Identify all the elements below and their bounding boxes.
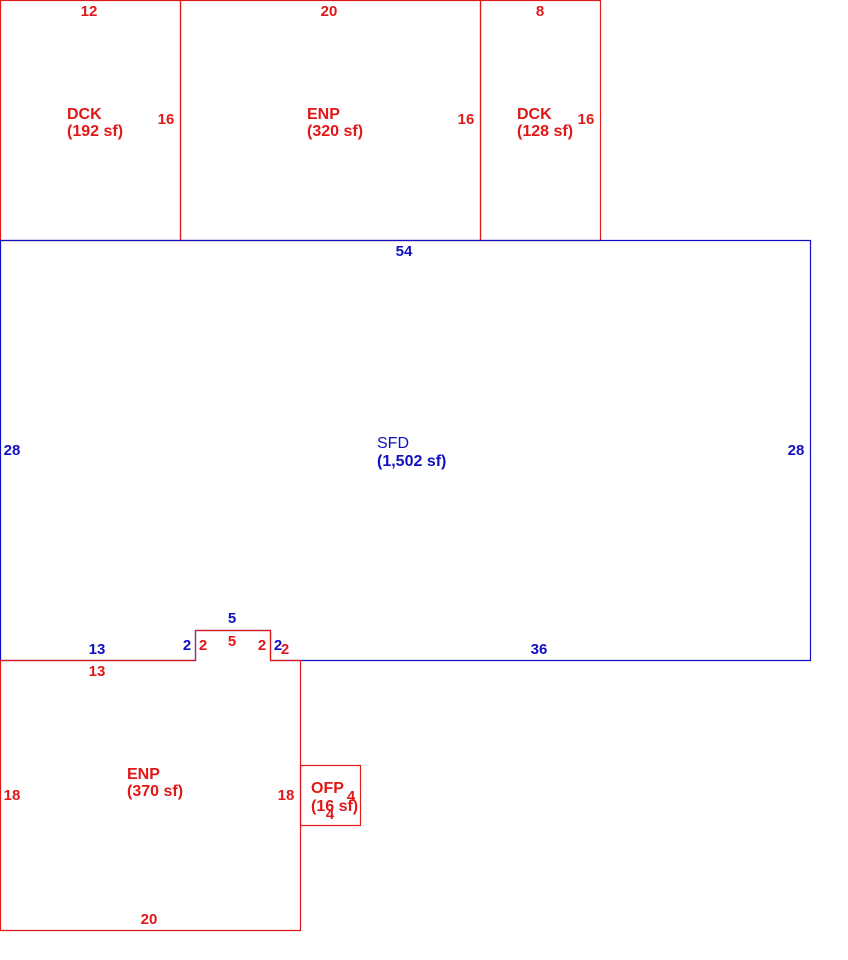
dim-enp-bottom-bump-right: 2 bbox=[258, 637, 266, 654]
dim-enp-top-top: 20 bbox=[321, 3, 338, 20]
enp-bottom-area: (370 sf) bbox=[127, 783, 183, 800]
dim-enp-bottom-right-small: 2 bbox=[281, 641, 289, 658]
dim-sfd-bump-top: 5 bbox=[228, 610, 236, 627]
dim-enp-bottom-top: 13 bbox=[89, 663, 106, 680]
enp-top-code: ENP bbox=[307, 106, 340, 123]
dim-enp-bottom-left: 18 bbox=[4, 787, 21, 804]
dim-enp-bottom-bump: 5 bbox=[228, 633, 236, 650]
sfd-code: SFD bbox=[377, 435, 409, 452]
dim-dck-right-top: 8 bbox=[536, 3, 544, 20]
dim-sfd-bump-left: 2 bbox=[183, 637, 191, 654]
dim-enp-bottom-right: 18 bbox=[278, 787, 295, 804]
dim-sfd-top: 54 bbox=[396, 243, 413, 260]
dim-ofp-side: 4 bbox=[347, 788, 356, 805]
dim-enp-bottom-bump-left: 2 bbox=[199, 637, 207, 654]
dck-left-area: (192 sf) bbox=[67, 123, 123, 140]
dim-dck-left-top: 12 bbox=[81, 3, 98, 20]
dim-dck-left-side: 16 bbox=[158, 111, 175, 128]
enp-top-area: (320 sf) bbox=[307, 123, 363, 140]
dim-sfd-left: 28 bbox=[4, 442, 21, 459]
ofp-outline bbox=[299, 764, 362, 827]
dim-enp-top-side: 16 bbox=[458, 111, 475, 128]
dck-right-code: DCK bbox=[517, 106, 552, 123]
sfd-area: (1,502 sf) bbox=[377, 453, 446, 470]
dck-left-code: DCK bbox=[67, 106, 102, 123]
dim-sfd-bottom-right: 36 bbox=[531, 641, 548, 658]
dim-enp-bottom-bottom: 20 bbox=[141, 911, 158, 928]
dck-right-area: (128 sf) bbox=[517, 123, 573, 140]
dim-sfd-bottom-left: 13 bbox=[89, 641, 106, 658]
dim-dck-right-side: 16 bbox=[578, 111, 595, 128]
dim-ofp-bottom: 4 bbox=[326, 806, 335, 823]
dim-sfd-bump-right: 2 bbox=[274, 637, 282, 654]
ofp-area: (16 sf) bbox=[311, 798, 358, 815]
ofp-code: OFP bbox=[311, 780, 344, 797]
dim-sfd-right: 28 bbox=[788, 442, 805, 459]
enp-bottom-code: ENP bbox=[127, 766, 160, 783]
enp-bottom-outline bbox=[0, 629, 302, 932]
